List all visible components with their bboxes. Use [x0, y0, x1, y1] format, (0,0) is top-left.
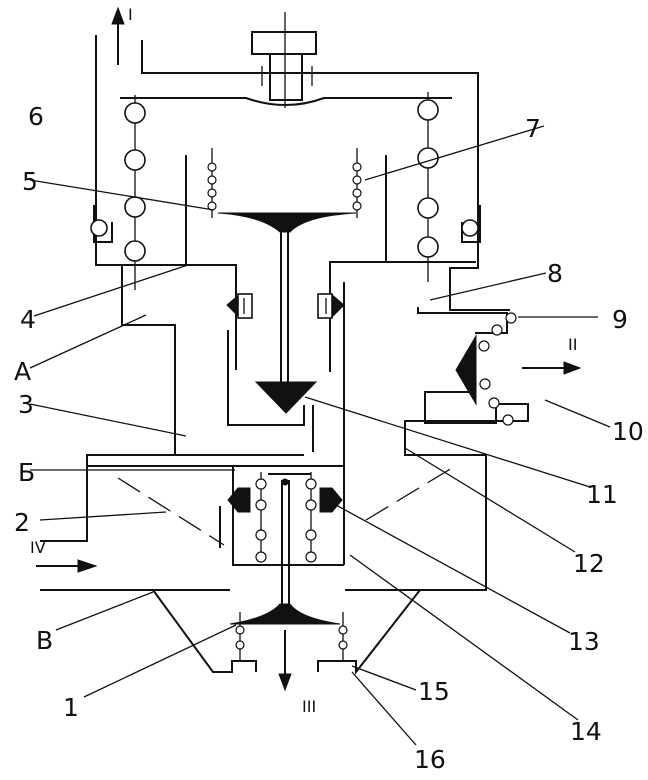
label-9: 9	[612, 305, 628, 334]
seal-right	[317, 292, 345, 320]
left-cap-ball	[90, 219, 108, 237]
leader-lines	[29, 125, 611, 746]
port-labels: I II III IV	[30, 5, 577, 716]
label-7: 7	[525, 114, 541, 143]
label-11: 11	[586, 480, 618, 509]
bottom-springs	[235, 612, 348, 662]
label-2: 2	[14, 508, 30, 537]
pilot-valve-disc	[217, 212, 357, 233]
flow-arrow-I	[111, 6, 125, 65]
port-label-IV: IV	[30, 538, 46, 557]
section-lines	[117, 467, 453, 546]
label-13: 13	[568, 627, 600, 656]
label-15: 15	[418, 677, 450, 706]
callout-labels: 6 7 5 8 4 9 A 3 10 Б 11 2 12 B 13 1 15 1…	[14, 102, 644, 774]
bottom-valve-disc	[229, 603, 341, 625]
flow-arrow-III	[278, 630, 292, 692]
flow-arrow-IV	[36, 559, 98, 573]
port-label-I: I	[128, 5, 133, 24]
label-12: 12	[573, 549, 605, 578]
spring-small-right	[352, 148, 362, 218]
port-label-II: II	[568, 335, 577, 354]
flow-arrow-II	[522, 361, 582, 375]
label-B: B	[36, 626, 53, 655]
housing-outline	[40, 31, 529, 675]
label-14: 14	[570, 717, 602, 746]
label-16: 16	[414, 745, 446, 774]
label-3: 3	[18, 390, 34, 419]
main-valve-cone	[254, 381, 318, 414]
spring-small-left	[207, 148, 217, 218]
spring-left-large	[124, 95, 146, 290]
label-10: 10	[612, 417, 644, 446]
lower-spring-assembly	[227, 472, 343, 612]
seal-left	[226, 292, 253, 320]
right-cap-ball	[461, 219, 479, 237]
label-6: 6	[28, 102, 44, 131]
label-4: 4	[20, 305, 36, 334]
label-5: 5	[22, 167, 38, 196]
spring-right-large	[417, 92, 439, 282]
port-label-III: III	[302, 697, 316, 716]
label-8: 8	[547, 259, 563, 288]
label-A: A	[14, 357, 31, 386]
side-relief-valve	[455, 312, 517, 426]
label-B-cyr: Б	[18, 458, 35, 487]
adjust-screw-head	[251, 31, 317, 55]
label-1: 1	[63, 693, 79, 722]
